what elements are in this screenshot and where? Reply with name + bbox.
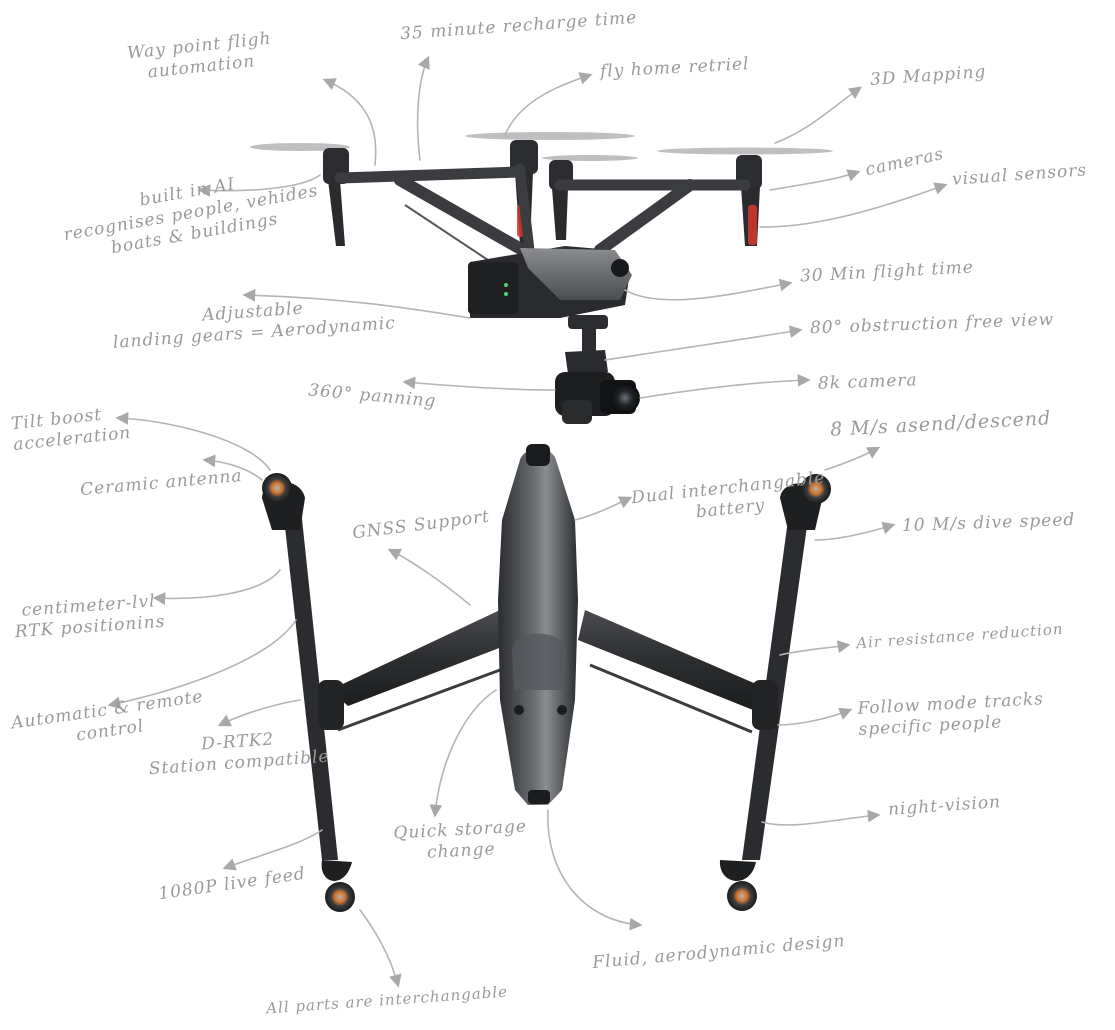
red-led — [748, 205, 757, 245]
drone-body — [468, 246, 632, 318]
motors — [262, 473, 831, 912]
annotation-quick-storage: Quick storage change — [392, 816, 528, 863]
annotation-8k-camera: 8k camera — [817, 370, 918, 394]
top-view-drone — [262, 444, 831, 912]
side-view-drone — [250, 132, 833, 424]
fuselage — [498, 444, 578, 805]
frame-arms — [334, 163, 751, 266]
left-arm — [330, 610, 520, 706]
gimbal-camera — [555, 315, 640, 424]
propeller-blades — [250, 132, 833, 161]
right-arm — [578, 610, 770, 712]
leader-lines — [107, 55, 948, 988]
